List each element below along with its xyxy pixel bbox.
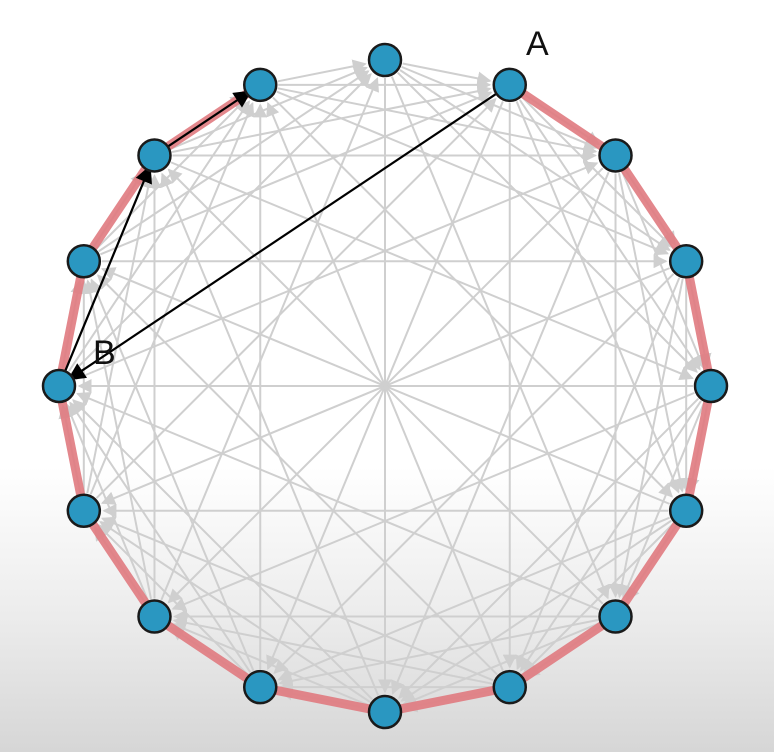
graph-edge [68,100,250,372]
graph-node [137,138,172,173]
graph-edge [86,173,155,494]
graph-node [693,368,729,404]
graph-node [137,599,172,634]
graph-edge [399,69,671,251]
graph-node [367,42,403,78]
graph-edge [618,172,687,493]
graph-edge [172,616,493,685]
graph-node [41,368,77,404]
graph-node [598,138,633,173]
graph-node [598,599,633,634]
graph-edge [69,401,252,673]
jump-arrows [63,90,499,381]
graph-node [668,243,704,279]
graph-edge [520,400,702,672]
graph-edge [277,87,598,156]
jump-arrow [165,90,252,149]
graph-node [367,694,403,730]
graph-edge [277,59,367,83]
graph-edge [95,97,497,499]
jump-arrow [67,91,499,381]
graph-node [492,669,528,705]
graph-edge [171,84,492,153]
graph-edge [400,519,672,702]
graph-node [66,243,102,279]
graph-edge [615,278,684,599]
graph-edge [99,521,371,703]
graph-edge [278,619,599,688]
node-label-a: A [526,25,549,63]
graph-node [492,67,528,103]
graph-node [242,669,278,705]
node-label-b: B [93,334,116,372]
graph-nodes [41,42,729,730]
graph-edge [266,101,504,671]
graph-edge [83,279,152,600]
graph-node [66,493,102,529]
graph-edge [518,99,701,371]
graph-edge [98,70,370,253]
graph-node [668,493,704,529]
graph-node [242,67,278,103]
graph-edge [402,62,492,86]
jump-arrow [63,164,152,374]
